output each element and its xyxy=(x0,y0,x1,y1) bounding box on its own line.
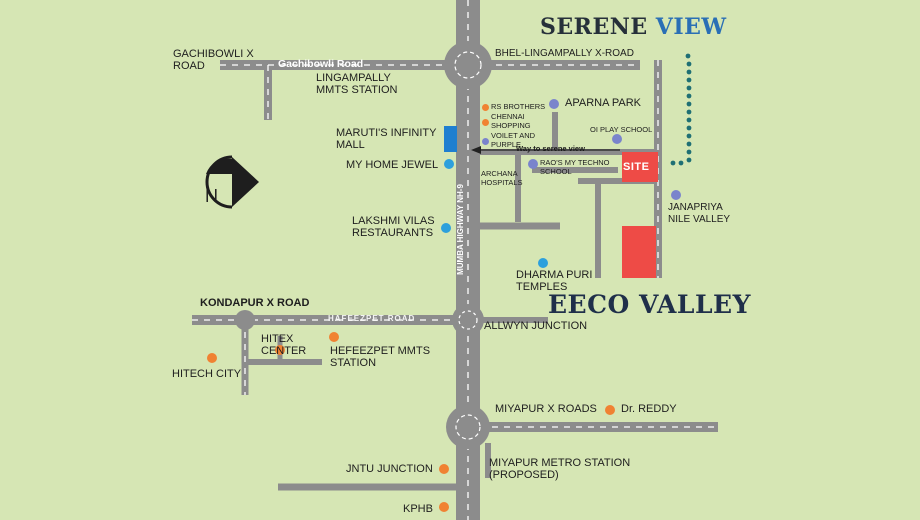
marker-dharma-puri xyxy=(538,258,548,268)
serene-word: SERENE xyxy=(540,14,648,40)
mumbai-highway-label: MUMBA HIGHWAY NH-9 xyxy=(455,184,465,275)
label-hitech-city: HITECH CITY xyxy=(172,368,242,380)
label-lingampally-mmts: LINGAMPALLY MMTS STATION xyxy=(316,72,398,96)
marker-oi-play-school xyxy=(612,134,622,144)
label-hitex-center: HITEX CENTER xyxy=(261,333,307,357)
roundabout-kondapur xyxy=(235,310,255,330)
label-bhel-lingampally: BHEL-LINGAMPALLY X-ROAD xyxy=(495,48,634,59)
site-serene-view-block xyxy=(622,152,658,182)
marker-jntu-junction xyxy=(439,464,449,474)
label-aparna-park: APARNA PARK xyxy=(565,97,642,109)
roundabouts xyxy=(235,41,492,449)
marker-hitex-center xyxy=(275,345,285,355)
label-dharma-puri: DHARMA PURI TEMPLES xyxy=(516,269,593,293)
gachibowli-road-label: Gachibowli Road xyxy=(278,58,364,70)
compass-north-label: N xyxy=(205,186,218,206)
compass-icon xyxy=(205,155,259,209)
label-raos-school: RAO'S MY TECHNO SCHOOL xyxy=(540,158,610,176)
way-to-serene-view-label: Way to serene view xyxy=(516,144,585,153)
marker-hitech-city xyxy=(207,353,217,363)
marker-dr-reddy xyxy=(605,405,615,415)
label-hefeezpet-mmts: HEFEEZPET MMTS STATION xyxy=(330,345,431,369)
marker-rs-brothers xyxy=(482,104,489,111)
marker-aparna-park xyxy=(549,99,559,109)
marker-janapriya xyxy=(671,190,681,200)
label-miyapur-metro: MIYAPUR METRO STATION (PROPOSED) xyxy=(489,457,631,481)
arrow-way-to-serene-view xyxy=(471,146,620,154)
site-eeco-valley-block xyxy=(622,226,656,278)
roundabout-gachibowli xyxy=(444,41,492,89)
label-my-home-jewel: MY HOME JEWEL xyxy=(346,159,439,171)
label-kondapur-x-road: KONDAPUR X ROAD xyxy=(200,297,310,309)
roundabout-allwyn xyxy=(452,304,484,336)
label-lakshmi-vilas: LAKSHMI VILAS RESTAURANTS xyxy=(352,215,435,239)
label-dr-reddy: Dr. REDDY xyxy=(621,403,677,415)
label-voilet-purple: VOILET AND PURPLE xyxy=(491,131,536,149)
label-chennai-shopping: CHENNAI SHOPPING xyxy=(491,112,531,130)
maruti-mall-marker xyxy=(444,126,457,152)
label-maruti-mall: MARUTI'S INFINITY MALL xyxy=(336,127,437,151)
label-oi-play-school: OI PLAY SCHOOL xyxy=(590,125,653,134)
label-allwyn-junction: ALLWYN JUNCTION xyxy=(484,320,588,332)
marker-hefeezpet-mmts xyxy=(329,332,339,342)
marker-kphb xyxy=(439,502,449,512)
route-serene-view xyxy=(670,53,692,166)
marker-raos-school xyxy=(528,159,538,169)
label-janapriya: JANAPRIYA NILE VALLEY xyxy=(668,202,731,225)
label-miyapur-x-roads: MIYAPUR X ROADS xyxy=(495,403,597,415)
eeco-word: EECO xyxy=(548,290,630,319)
valley-word: VALLEY xyxy=(639,290,751,319)
hafeezpet-road-label: HAFEEZPET ROAD xyxy=(328,314,416,323)
label-gachibowli-x-road: GACHIBOWLI X ROAD xyxy=(173,48,254,72)
site-label: SITE xyxy=(623,161,650,173)
roundabout-miyapur xyxy=(446,405,490,449)
marker-chennai-shopping xyxy=(482,119,489,126)
label-jntu-junction: JNTU JUNCTION xyxy=(346,463,433,475)
serene-view-logo: SERENE VIEW xyxy=(540,14,727,40)
marker-lakshmi-vilas xyxy=(441,223,451,233)
label-kphb: KPHB xyxy=(403,503,433,515)
label-rs-brothers: RS BROTHERS xyxy=(491,102,546,111)
marker-voilet-purple xyxy=(482,138,489,145)
view-word: VIEW xyxy=(655,14,727,40)
label-archana-hospitals: ARCHANA HOSPITALS xyxy=(481,169,523,187)
marker-my-home-jewel xyxy=(444,159,454,169)
eeco-valley-logo: EECO VALLEY xyxy=(548,290,751,319)
